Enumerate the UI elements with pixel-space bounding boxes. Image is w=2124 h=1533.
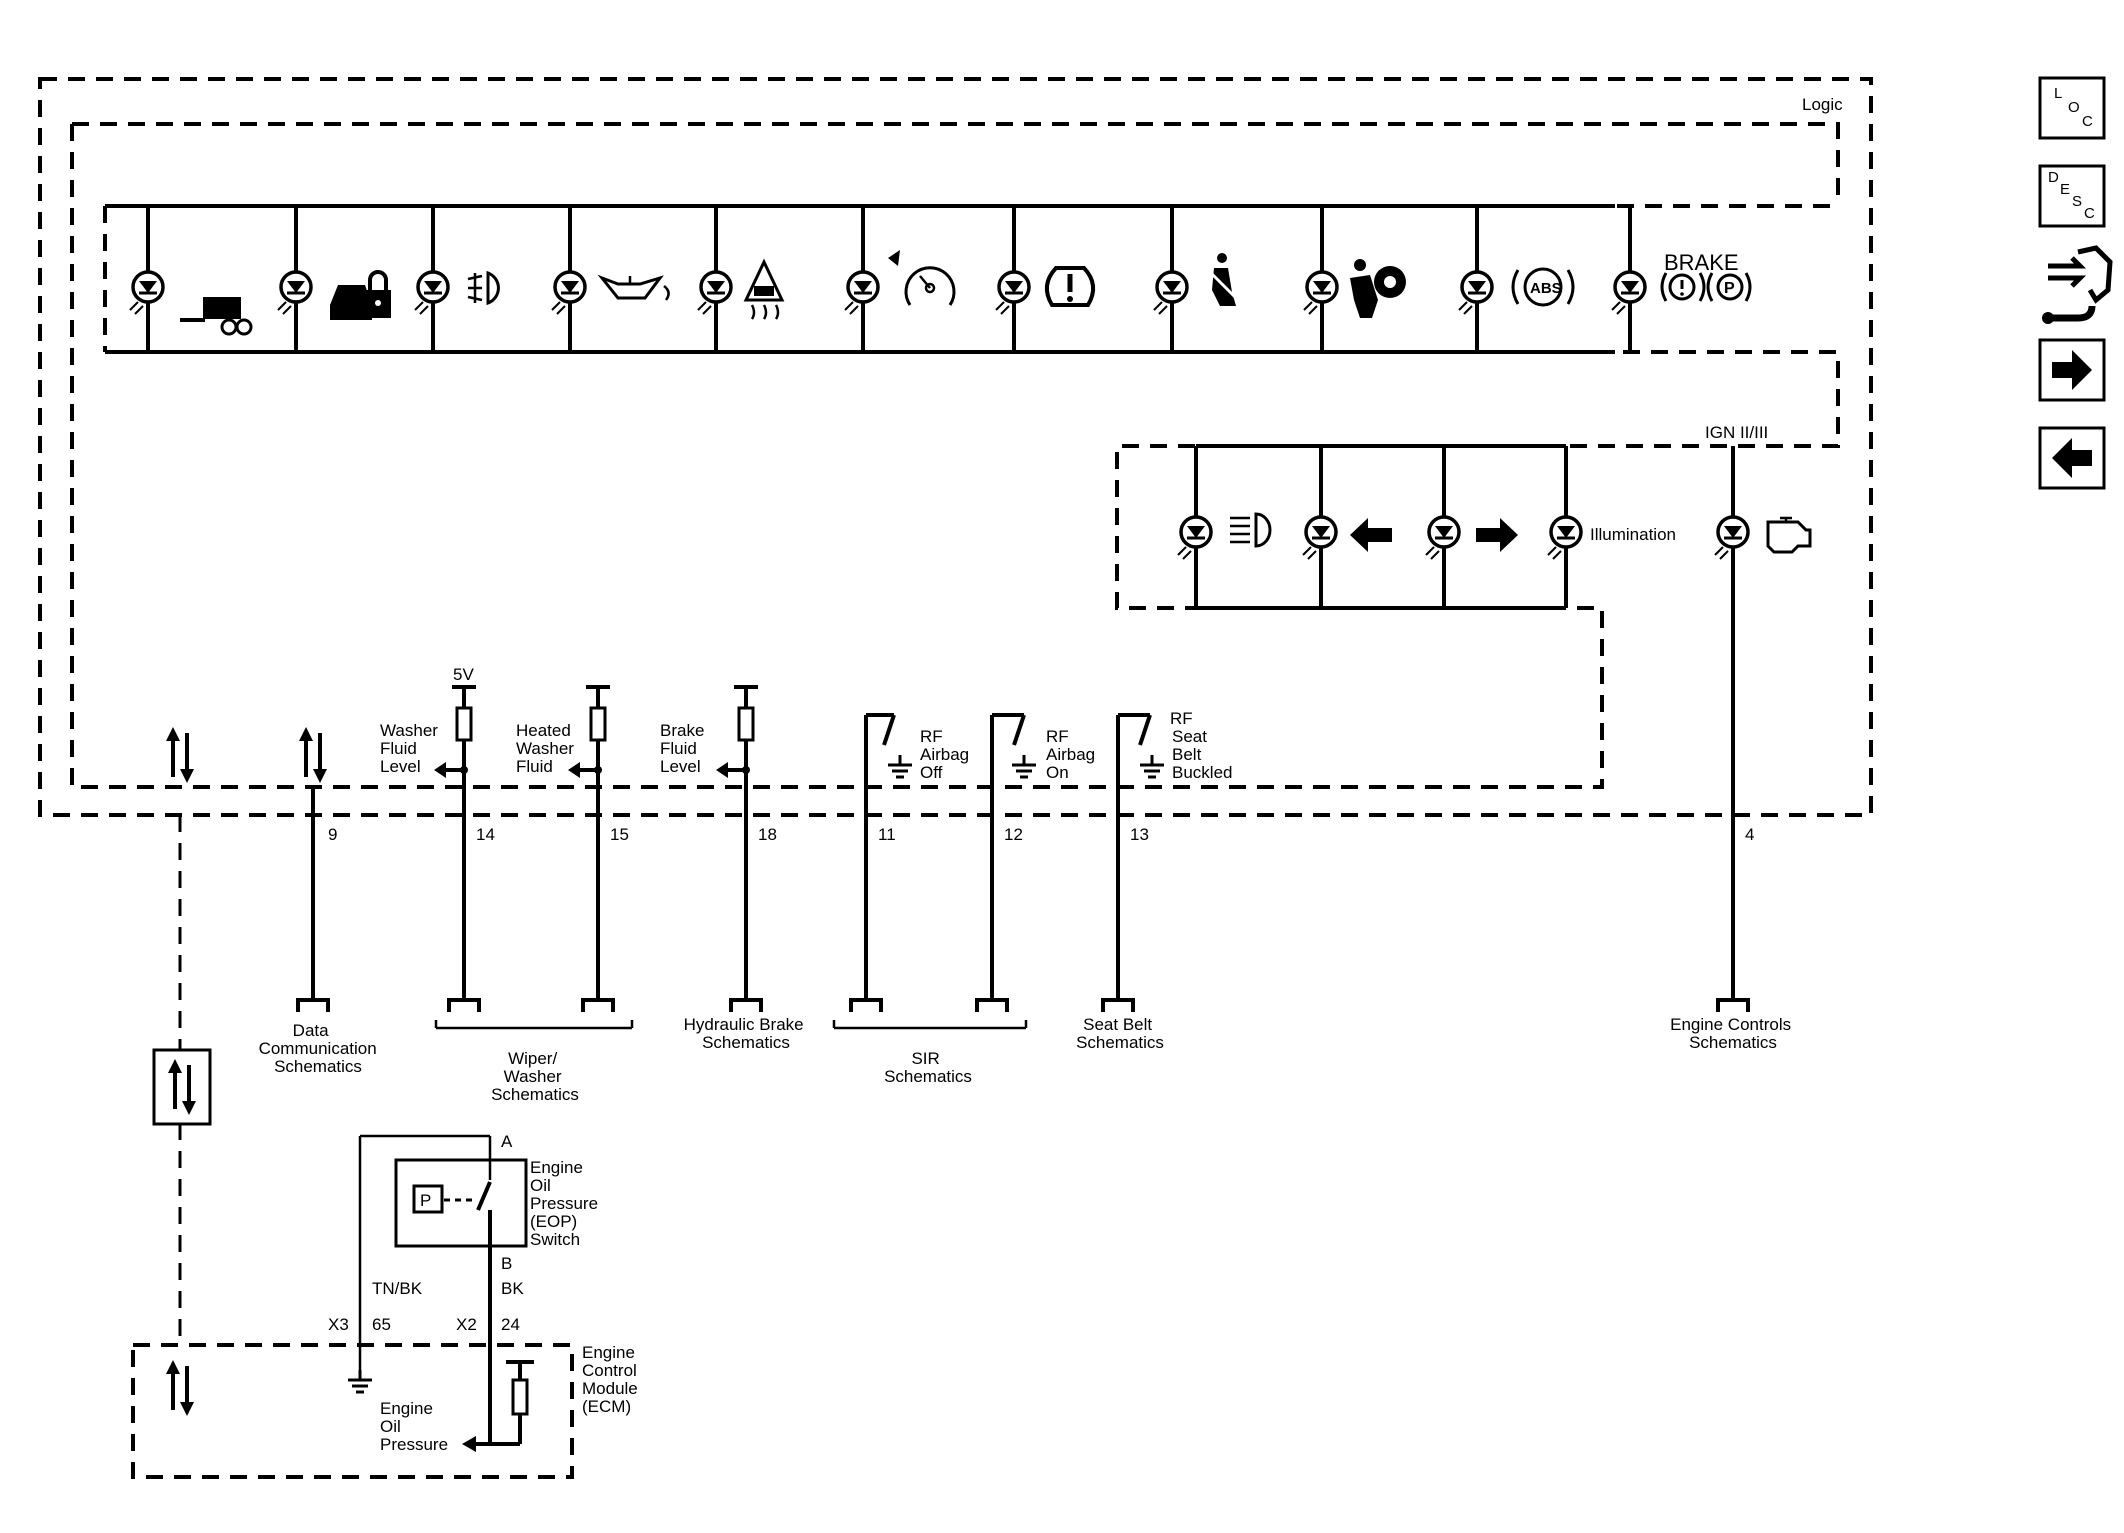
security-icon: [330, 270, 391, 320]
supply-5v: 5V: [453, 665, 474, 684]
engine-controls-ref: Engine Controls Schematics: [1670, 1015, 1796, 1052]
tire-pressure-icon: [1044, 266, 1096, 307]
pin-14: 14: [476, 825, 495, 844]
ecm-label: Engine Control Module (ECM): [582, 1343, 643, 1416]
brake-fluid-label: Brake Fluid Level: [660, 721, 709, 776]
eop-switch: A P Engine Oil Pressure (EOP) Switch B: [358, 1132, 603, 1370]
indicator-fog-lamp: [413, 206, 500, 352]
connector-tool-button[interactable]: [2042, 245, 2113, 324]
nav-loc-button[interactable]: L O C: [2038, 76, 2106, 140]
cluster-inner-boundary: [72, 122, 1840, 206]
previous-arrow-icon: [2052, 438, 2092, 478]
indicator-seat-belt: [1152, 206, 1238, 352]
seat-belt-icon: [1206, 253, 1238, 306]
pin-15: 15: [610, 825, 629, 844]
ecm-module: Engine Control Module (ECM) Engine Oil P…: [131, 1343, 643, 1479]
abs-icon: ABS: [1511, 267, 1575, 307]
pin-24: 24: [501, 1315, 520, 1334]
hydraulic-brake-ref: Hydraulic Brake Schematics: [684, 1015, 809, 1052]
indicator-abs: ABS: [1457, 206, 1575, 352]
washer-fluid-label: Washer Fluid Level: [380, 721, 443, 776]
data-comm-ref: Data Communication Schematics: [259, 1021, 382, 1076]
headlamp-icon: [1230, 512, 1272, 548]
wiper-washer-ref: Wiper/ Washer Schematics: [491, 1049, 579, 1104]
pin-13: 13: [1130, 825, 1149, 844]
logic-label: Logic: [1802, 95, 1843, 114]
svg-text:ABS: ABS: [1530, 280, 1562, 297]
cluster-inner-boundary-left: [70, 124, 1840, 789]
pressure-symbol: P: [420, 1191, 431, 1210]
pin-4: 4: [1745, 825, 1754, 844]
wire-bk: BK: [501, 1279, 524, 1298]
pin-65: 65: [372, 1315, 391, 1334]
next-page-button[interactable]: [2038, 338, 2106, 402]
trailer-icon: [180, 297, 253, 336]
airbag-icon: [1350, 259, 1406, 318]
indicator-row-boundary: [103, 204, 1838, 352]
nav-desc-button[interactable]: D E S C: [2038, 164, 2106, 228]
svg-text:P: P: [1724, 280, 1735, 297]
heated-washer-label: Heated Washer Fluid: [516, 721, 579, 776]
indicator-tire-pressure: [994, 206, 1096, 352]
traction-control-icon: [743, 258, 785, 320]
indicator-row: ABS BRAKE P: [128, 206, 1752, 352]
cruise-control-icon: [888, 250, 956, 306]
seat-belt-ref: Seat Belt Schematics: [1076, 1015, 1164, 1052]
data-comm-arrow: [297, 725, 329, 785]
pin-9: 9: [328, 825, 337, 844]
brake-label: BRAKE: [1664, 250, 1739, 275]
eop-pin-b: B: [501, 1254, 512, 1273]
indicator-cruise-control: [843, 206, 956, 352]
rf-airbag-on-label: RF Airbag On: [1046, 727, 1100, 782]
eop-label: Engine Oil Pressure (EOP) Switch: [530, 1158, 603, 1249]
indicator-oil-pressure: [550, 206, 670, 352]
indicator-airbag: [1302, 206, 1406, 352]
fog-lamp-icon: [467, 270, 500, 306]
illumination-label: Illumination: [1590, 525, 1676, 544]
pin-18: 18: [758, 825, 777, 844]
rf-airbag-off-label: RF Airbag Off: [920, 727, 974, 782]
indicator-security: [276, 206, 391, 352]
brake-icon: P: [1660, 272, 1752, 302]
wire-tn-bk: TN/BK: [372, 1279, 423, 1298]
ign-label: IGN II/III: [1705, 423, 1768, 442]
serial-data-connector: [152, 1048, 212, 1126]
turn-left-arrow-icon: [1350, 518, 1392, 552]
connector-x2: X2: [456, 1315, 477, 1334]
connector-tool-icon: [2042, 245, 2113, 324]
next-arrow-icon: [2052, 350, 2092, 390]
pin-12: 12: [1004, 825, 1023, 844]
lower-indicators: Illumination: [1176, 510, 1812, 561]
previous-page-button[interactable]: [2038, 426, 2106, 490]
connector-x3: X3: [328, 1315, 349, 1334]
oil-pressure-icon: [597, 274, 670, 301]
serial-data-arrow: [164, 725, 196, 785]
rf-seat-belt-label: RF Seat Belt Buckled: [1170, 709, 1232, 782]
loc-icon: L O C: [2054, 85, 2093, 130]
pin-11: 11: [878, 825, 896, 844]
eop-pin-a: A: [501, 1132, 513, 1151]
indicator-trailer: [128, 206, 253, 352]
check-engine-icon: [1766, 516, 1812, 554]
indicator-traction-control: [696, 206, 785, 352]
engine-oil-pressure-input-label: Engine Oil Pressure: [380, 1399, 448, 1454]
turn-right-arrow-icon: [1476, 518, 1518, 552]
desc-icon: D E S C: [2048, 169, 2095, 222]
sir-ref: SIR Schematics: [884, 1049, 972, 1086]
indicator-brake: BRAKE P: [1610, 206, 1752, 352]
cluster-outer-boundary: [38, 77, 1873, 817]
